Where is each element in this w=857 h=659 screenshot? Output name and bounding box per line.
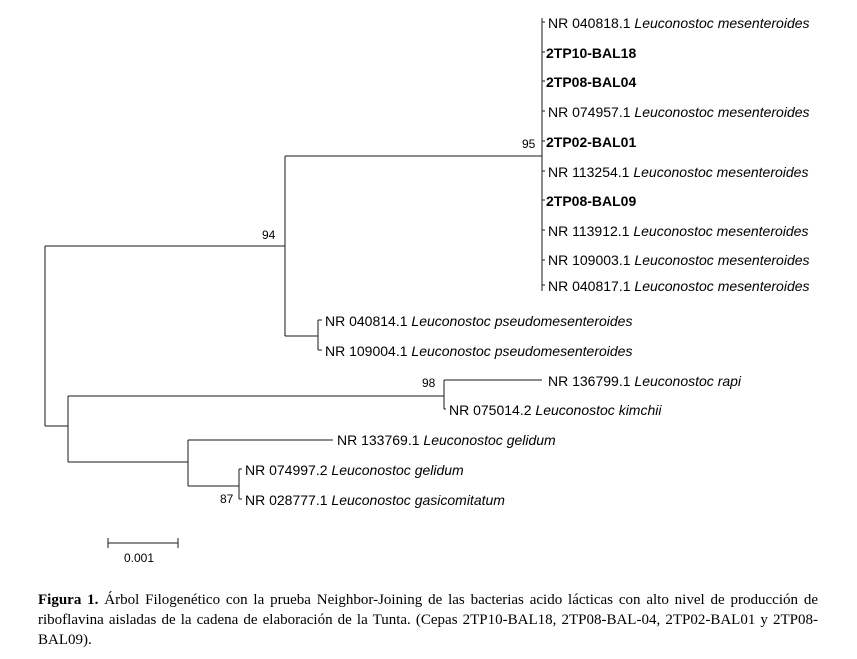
leaf-accession: NR 040818.1: [548, 15, 631, 31]
leaf-accession: NR 109003.1: [548, 252, 631, 268]
leaf-label: NR 040818.1 Leuconostoc mesenteroides: [548, 15, 810, 31]
leaf-accession: NR 113912.1: [548, 223, 630, 239]
leaf-label: NR 074997.2 Leuconostoc gelidum: [245, 462, 464, 478]
leaf-species: Leuconostoc gelidum: [328, 462, 465, 478]
leaf-label: NR 040814.1 Leuconostoc pseudomesenteroi…: [325, 313, 632, 329]
leaf-species: Leuconostoc pseudomesenteroides: [408, 313, 633, 329]
leaf-label: NR 109004.1 Leuconostoc pseudomesenteroi…: [325, 343, 632, 359]
leaf-label: NR 133769.1 Leuconostoc gelidum: [337, 432, 556, 448]
leaf-species: Leuconostoc pseudomesenteroides: [408, 343, 633, 359]
leaf-species: Leuconostoc mesenteroides: [631, 15, 810, 31]
leaf-accession: NR 074957.1: [548, 104, 631, 120]
leaf-label: 2TP02-BAL01: [546, 134, 636, 150]
leaf-label: NR 113912.1 Leuconostoc mesenteroides: [548, 223, 808, 239]
leaf-species: Leuconostoc kimchii: [532, 402, 663, 418]
tree-branches: [44, 18, 545, 500]
leaf-species: Leuconostoc mesenteroides: [629, 223, 808, 239]
leaf-label: 2TP10-BAL18: [546, 45, 636, 61]
leaf-accession: 2TP08-BAL09: [546, 193, 636, 209]
leaf-accession: NR 040817.1: [548, 278, 631, 294]
bootstrap-rapi-kimchii: 98: [422, 376, 436, 390]
leaf-accession: NR 040814.1: [325, 313, 408, 329]
leaf-label: NR 028777.1 Leuconostoc gasicomitatum: [245, 492, 505, 508]
scale-bar: 0.001: [107, 538, 179, 565]
leaf-accession: NR 074997.2: [245, 462, 328, 478]
bootstrap-mesenteroides: 95: [522, 137, 536, 151]
leaf-accession: NR 075014.2: [449, 402, 532, 418]
bootstrap-gelidum-gasicomitatum: 87: [220, 492, 234, 506]
leaf-accession: 2TP02-BAL01: [546, 134, 636, 150]
leaf-species: Leuconostoc mesenteroides: [631, 278, 810, 294]
leaf-label: NR 074957.1 Leuconostoc mesenteroides: [548, 104, 810, 120]
leaf-accession: 2TP10-BAL18: [546, 45, 636, 61]
leaf-accession: NR 113254.1: [548, 164, 630, 180]
leaf-label: NR 109003.1 Leuconostoc mesenteroides: [548, 252, 810, 268]
leaf-label: NR 075014.2 Leuconostoc kimchii: [449, 402, 662, 418]
leaf-species: Leuconostoc gelidum: [420, 432, 557, 448]
leaf-accession: 2TP08-BAL04: [546, 74, 636, 90]
leaf-accession: NR 133769.1: [337, 432, 420, 448]
leaf-labels: NR 040818.1 Leuconostoc mesenteroides 2TP…: [245, 15, 810, 508]
leaf-species: Leuconostoc mesenteroides: [631, 104, 810, 120]
leaf-species: Leuconostoc mesenteroides: [631, 252, 810, 268]
figure-caption: Figura 1. Árbol Filogenético con la prue…: [38, 590, 818, 650]
figure-label: Figura 1.: [38, 592, 99, 608]
leaf-label: NR 113254.1 Leuconostoc mesenteroides: [548, 164, 808, 180]
leaf-label: 2TP08-BAL04: [546, 74, 636, 90]
leaf-species: Leuconostoc mesenteroides: [629, 164, 808, 180]
figure-caption-text: Árbol Filogenético con la prueba Neighbo…: [38, 592, 818, 648]
scale-bar-label: 0.001: [124, 551, 154, 565]
leaf-accession: NR 136799.1: [548, 373, 631, 389]
bootstrap-values: 95 94 98 87: [220, 137, 536, 506]
leaf-species: Leuconostoc rapi: [631, 373, 742, 389]
leaf-label: NR 040817.1 Leuconostoc mesenteroides: [548, 278, 810, 294]
leaf-accession: NR 028777.1: [245, 492, 328, 508]
bootstrap-mesenteroides-pseudo: 94: [262, 228, 276, 242]
leaf-label: NR 136799.1 Leuconostoc rapi: [548, 373, 742, 389]
leaf-species: Leuconostoc gasicomitatum: [328, 492, 506, 508]
leaf-accession: NR 109004.1: [325, 343, 408, 359]
leaf-label: 2TP08-BAL09: [546, 193, 636, 209]
phylogenetic-tree: NR 040818.1 Leuconostoc mesenteroides 2TP…: [44, 15, 810, 565]
